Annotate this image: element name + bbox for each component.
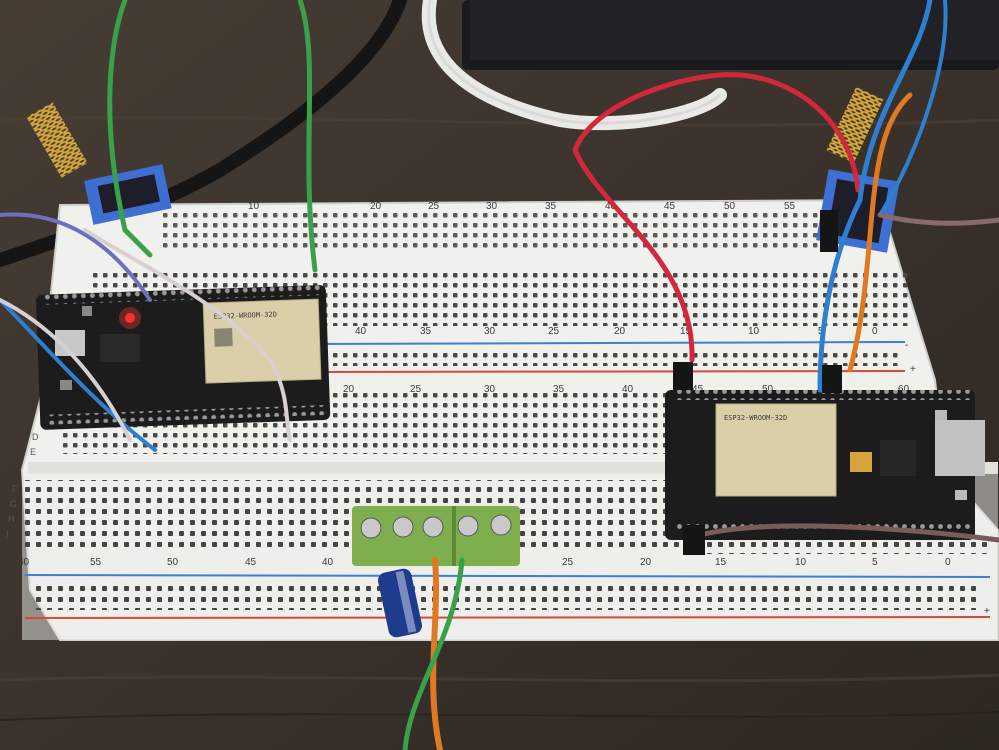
svg-text:40: 40 <box>622 384 634 395</box>
svg-text:35: 35 <box>545 201 557 212</box>
svg-text:15: 15 <box>680 326 692 337</box>
svg-text:50: 50 <box>724 201 736 212</box>
svg-text:20: 20 <box>343 384 355 395</box>
bottom-column-numbers: 60 55 50 45 40 25 20 15 10 5 0 <box>18 557 951 568</box>
brown-wire <box>697 523 999 543</box>
svg-text:20: 20 <box>640 557 652 568</box>
svg-text:F: F <box>12 484 18 494</box>
right-esp32-board: ESP32-WROOM-32D <box>665 390 985 540</box>
svg-text:35: 35 <box>420 326 432 337</box>
green-wire-bottom <box>402 557 465 750</box>
right-antenna-spring <box>826 86 884 164</box>
svg-text:30: 30 <box>486 201 498 212</box>
svg-text:G: G <box>10 499 17 509</box>
orange-wire-right <box>847 92 913 373</box>
svg-text:50: 50 <box>167 557 179 568</box>
svg-text:I: I <box>6 529 9 539</box>
top-column-numbers: 10 20 25 30 35 40 45 50 55 <box>248 201 796 212</box>
svg-text:40: 40 <box>605 201 617 212</box>
svg-text:50: 50 <box>762 384 774 395</box>
rail-plus-mid: + <box>910 364 916 375</box>
svg-text:40: 40 <box>355 326 367 337</box>
bottom-rail-red <box>24 616 991 619</box>
svg-text:55: 55 <box>90 557 102 568</box>
svg-text:45: 45 <box>692 384 704 395</box>
svg-text:15: 15 <box>715 557 727 568</box>
svg-text:55: 55 <box>784 201 796 212</box>
left-power-led <box>125 313 135 323</box>
svg-text:0: 0 <box>872 326 878 337</box>
right-rf-shield <box>715 403 837 497</box>
svg-text:10: 10 <box>795 557 807 568</box>
svg-text:35: 35 <box>553 384 565 395</box>
middle-rail-blue <box>309 341 906 345</box>
svg-text:10: 10 <box>248 201 260 212</box>
svg-text:20: 20 <box>370 201 382 212</box>
green-wire-right <box>297 0 318 273</box>
row-letters: D E F G H I <box>6 432 39 539</box>
svg-text:5: 5 <box>872 557 878 568</box>
middle-rail-red <box>309 370 906 373</box>
svg-text:25: 25 <box>428 201 440 212</box>
svg-text:45: 45 <box>245 557 257 568</box>
svg-text:25: 25 <box>562 557 574 568</box>
svg-text:25: 25 <box>410 384 422 395</box>
svg-text:60: 60 <box>898 384 910 395</box>
lower-mid-column-numbers: 20 25 30 35 40 45 50 60 <box>343 384 910 395</box>
bottom-rail-blue <box>24 574 991 578</box>
left-module-label: ESP32-WROOM-32D <box>214 311 277 321</box>
rail-plus-bottom: + <box>984 606 990 617</box>
right-module-label: ESP32-WROOM-32D <box>724 414 787 422</box>
electrolytic-capacitor <box>377 568 423 638</box>
svg-text:H: H <box>8 514 15 524</box>
svg-text:0: 0 <box>945 557 951 568</box>
left-antenna-spring <box>26 102 88 178</box>
svg-text:40: 40 <box>322 557 334 568</box>
svg-text:D: D <box>32 432 39 442</box>
svg-text:10: 10 <box>748 326 760 337</box>
svg-text:30: 30 <box>484 326 496 337</box>
left-rf-module <box>26 102 172 225</box>
orange-wire-bottom <box>430 557 443 750</box>
rail-minus-mid: - <box>905 340 908 351</box>
svg-text:E: E <box>30 447 36 457</box>
rail-minus-bottom: - <box>6 574 9 585</box>
green-wire-left <box>107 0 153 258</box>
svg-text:30: 30 <box>484 384 496 395</box>
svg-text:25: 25 <box>548 326 560 337</box>
right-usb-port <box>935 420 985 476</box>
svg-text:60: 60 <box>18 557 30 568</box>
blue-wire-left <box>0 298 157 452</box>
white-wire-left <box>83 228 292 442</box>
screw-terminal-block <box>352 506 520 566</box>
svg-text:20: 20 <box>614 326 626 337</box>
svg-text:45: 45 <box>664 201 676 212</box>
red-wire <box>572 72 861 363</box>
left-rf-shield <box>202 298 322 384</box>
red-wire-header <box>673 362 693 390</box>
blue-wire-right <box>817 0 933 393</box>
